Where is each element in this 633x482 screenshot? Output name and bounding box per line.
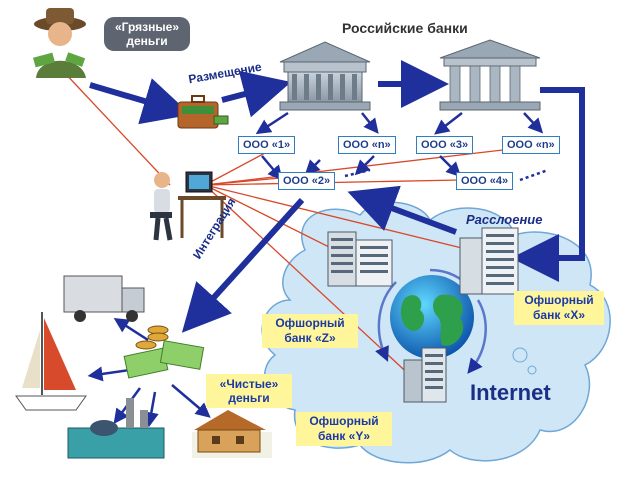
- money-pile-icon: [123, 325, 205, 379]
- internet-label: Internet: [470, 380, 551, 405]
- russian-bank-1-icon: [279, 41, 371, 111]
- layering-label: Расслоение: [466, 212, 543, 227]
- offshore-bank-x-label: Офшорный банк «X»: [514, 291, 604, 325]
- operator-at-computer-icon: [150, 171, 226, 241]
- offshore-bank-y-label: Офшорный банк «Y»: [296, 412, 392, 446]
- criminal-with-money-icon: [33, 8, 86, 78]
- company-ooo-4: ООО «4»: [456, 172, 514, 190]
- factory-icon: [67, 398, 165, 459]
- company-ooo-1: ООО «1»: [238, 136, 296, 154]
- company-ooo-n-b: ООО «n»: [502, 136, 560, 154]
- company-ooo-3: ООО «3»: [416, 136, 474, 154]
- offshore-building-y-icon: [403, 347, 447, 403]
- russian-bank-2-icon: [439, 39, 541, 111]
- company-ooo-2: ООО «2»: [278, 172, 336, 190]
- yacht-icon: [15, 312, 87, 411]
- integration-arrows: [87, 317, 211, 428]
- dirty-money-callout: «Грязные» деньги: [104, 17, 190, 51]
- offshore-building-z-icon: [327, 231, 393, 287]
- offshore-bank-z-label: Офшорный банк «Z»: [262, 314, 358, 348]
- house-icon: [192, 410, 272, 458]
- russian-banks-title: Российские банки: [342, 20, 468, 36]
- clean-money-label: «Чистые» деньги: [206, 374, 292, 408]
- company-ooo-n-a: ООО «n»: [338, 136, 396, 154]
- truck-icon: [63, 275, 145, 322]
- briefcase-money-icon: [177, 95, 229, 129]
- globe-icon: [390, 275, 474, 359]
- offshore-building-x-icon: [459, 227, 519, 295]
- company-arrows: [255, 111, 549, 182]
- flow-arrows: [89, 60, 585, 333]
